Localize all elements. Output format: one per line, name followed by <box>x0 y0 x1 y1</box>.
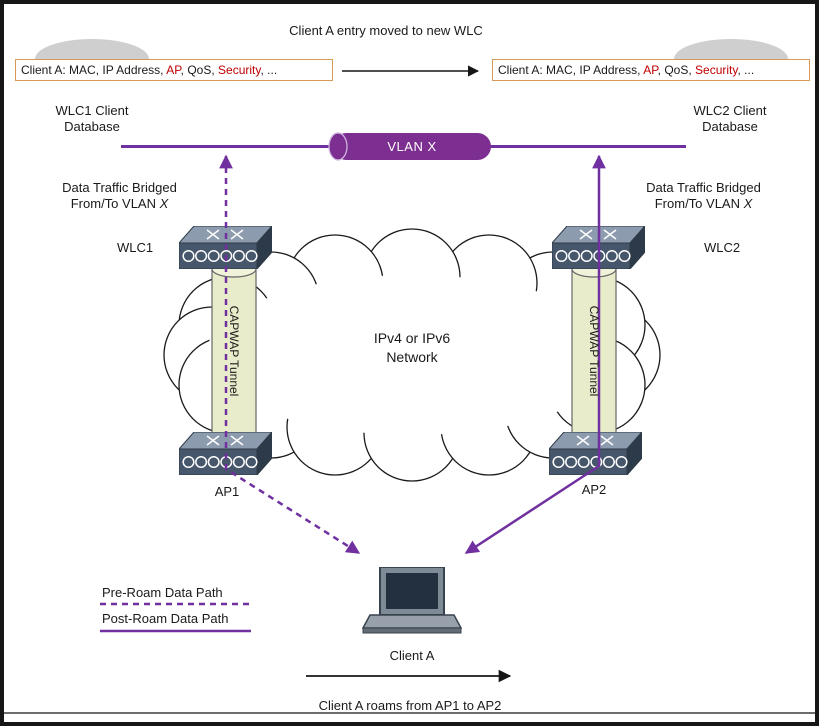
legend-post-roam-label: Post-Roam Data Path <box>102 611 229 626</box>
data-traffic-left-label: Data Traffic Bridged From/To VLAN X <box>22 180 217 212</box>
wlc2-database-box: Client A: MAC, IP Address, AP, QoS, Secu… <box>492 59 810 81</box>
post-roam-path-arrow <box>464 154 606 555</box>
wlc2-database-label-line1: WLC2 Client <box>693 103 767 118</box>
vlan-pipe-label: VLAN X <box>387 139 437 154</box>
wlc1-database-label-line2: Database <box>64 119 120 134</box>
wlc2-database-label-line2: Database <box>702 119 758 134</box>
client-entry-part1: MAC, IP Address, <box>542 63 644 77</box>
client-laptop-icon <box>362 567 462 634</box>
wlc1-database-box: Client A: MAC, IP Address, AP, QoS, Secu… <box>15 59 333 81</box>
data-traffic-right-line1: Data Traffic Bridged <box>646 180 761 195</box>
capwap-tunnel-right-label: CAPWAP Tunnel <box>587 305 601 397</box>
client-entry-prefix: Client A: <box>21 63 66 77</box>
diagram-title: Client A entry moved to new WLC <box>289 23 483 38</box>
network-cloud-label: IPv4 or IPv6 Network <box>312 329 512 367</box>
pre-roam-path-arrow <box>219 154 361 555</box>
client-entry-ap: AP <box>643 63 658 77</box>
capwap-tunnel-left-label: CAPWAP Tunnel <box>227 305 241 397</box>
data-traffic-left-vlanx: X <box>159 196 169 211</box>
client-entry-part2: , QoS, <box>180 63 219 77</box>
ap2-label: AP2 <box>581 482 607 497</box>
data-traffic-right-line2-text: From/To VLAN <box>654 196 744 211</box>
vlan-x-pipe <box>328 132 491 161</box>
wlc2-database-label: WLC2 Client Database <box>660 103 800 135</box>
client-entry-part2: , QoS, <box>657 63 696 77</box>
client-entry-part3: , ... <box>260 63 278 77</box>
ap1-label: AP1 <box>214 484 240 499</box>
client-entry-part1: MAC, IP Address, <box>65 63 167 77</box>
legend-pre-roam-label: Pre-Roam Data Path <box>102 585 223 600</box>
wlc1-database-label-line1: WLC1 Client <box>55 103 129 118</box>
data-traffic-left-line2: From/To VLAN X <box>22 196 217 212</box>
client-entry-prefix: Client A: <box>498 63 543 77</box>
data-traffic-right-line2: From/To VLAN X <box>606 196 801 212</box>
data-traffic-left-line2-text: From/To VLAN <box>70 196 160 211</box>
client-entry-security: Security <box>218 63 261 77</box>
diagram-canvas <box>4 39 815 714</box>
wlc2-label: WLC2 <box>703 240 741 255</box>
network-cloud-label-line2: Network <box>386 349 438 365</box>
data-traffic-left-line1: Data Traffic Bridged <box>62 180 177 195</box>
client-entry-part3: , ... <box>737 63 755 77</box>
data-traffic-right-vlanx: X <box>743 196 753 211</box>
wlc1-label: WLC1 <box>116 240 154 255</box>
client-entry-ap: AP <box>166 63 181 77</box>
client-entry-security: Security <box>695 63 738 77</box>
wlc1-database-label: WLC1 Client Database <box>22 103 162 135</box>
roam-caption: Client A roams from AP1 to AP2 <box>318 698 502 713</box>
data-traffic-right-label: Data Traffic Bridged From/To VLAN X <box>606 180 801 212</box>
network-cloud-label-line1: IPv4 or IPv6 <box>373 330 451 346</box>
client-a-label: Client A <box>389 648 435 663</box>
